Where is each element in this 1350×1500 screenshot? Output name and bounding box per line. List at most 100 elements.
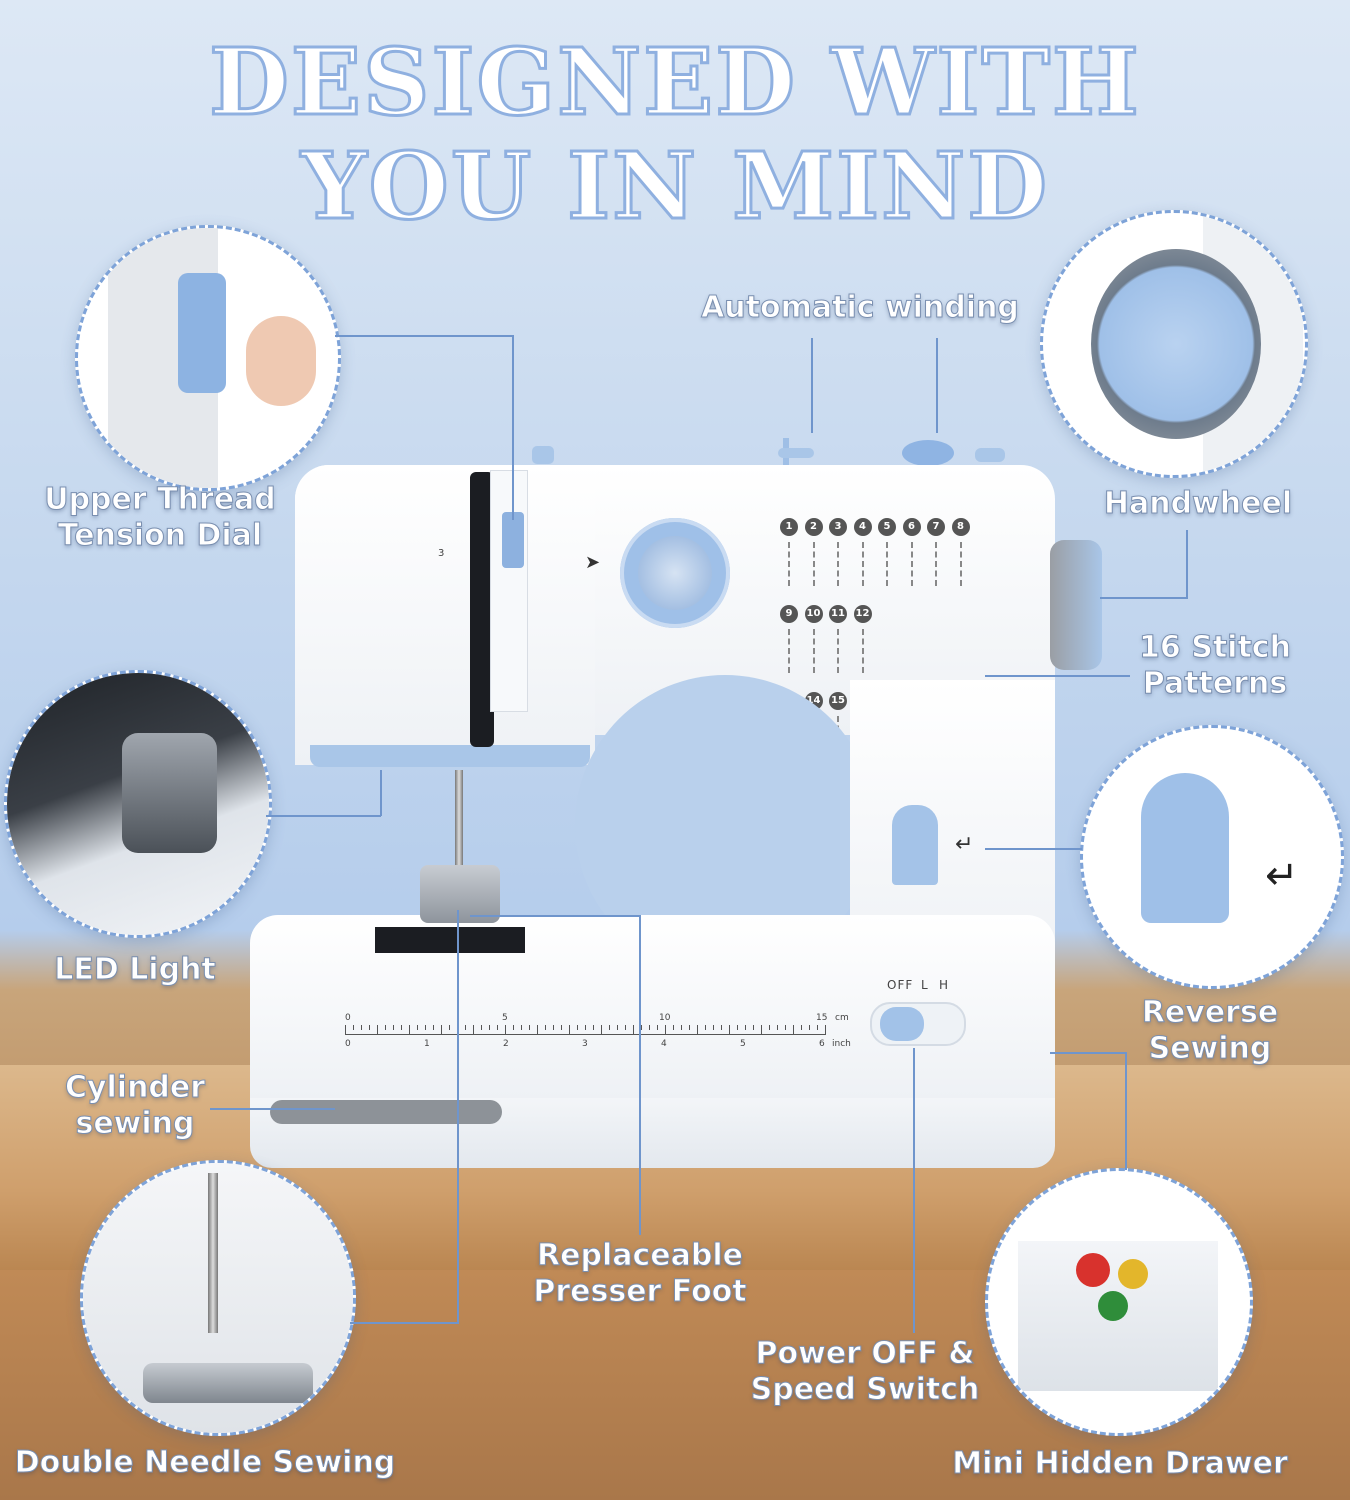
stitch-pattern-icon [788,629,792,673]
ruler-tick [785,1025,786,1030]
handwheel-closeup [1040,210,1308,478]
stitch-pattern-icon [812,542,817,586]
ruler-tick [769,1025,770,1030]
stitch-number: 9 [780,605,798,623]
ruler-cm-label: 15 [816,1013,828,1023]
ruler-inch-label: 4 [661,1039,667,1049]
ruler-tick [697,1025,698,1035]
stitch-number: 11 [829,605,847,623]
stitch-pattern-icon [861,629,866,673]
ruler-tick [473,1025,474,1035]
ruler-tick [537,1025,538,1035]
ruler-baseline [345,1034,825,1035]
red-spool-icon [1076,1253,1110,1287]
stitch-number: 1 [780,518,798,536]
stitch-pattern-icon [837,542,841,586]
connector-reverse [985,848,1082,850]
label-presser-foot: Replaceable Presser Foot [533,1238,747,1310]
stitch-number: 6 [902,518,921,536]
needle-bar [455,770,463,920]
ruler-tick [345,1025,346,1035]
needle-plate [375,927,525,953]
connector-led [266,815,381,817]
ruler-tick [377,1025,378,1035]
label-cylinder-sewing: Cylinder sewing [64,1070,206,1142]
ruler-tick [401,1025,402,1030]
ruler-tick [777,1025,778,1030]
stitch-number: 5 [878,518,896,536]
switch-knob[interactable] [880,1007,924,1041]
dial-face [638,536,712,610]
presser-foot-icon [420,865,500,923]
ruler-tick [449,1025,450,1030]
ruler-tick [753,1025,754,1030]
ruler-inch-label: 5 [740,1039,746,1049]
ruler-tick [593,1025,594,1030]
stitch-pattern-icon [959,542,964,586]
ruler-tick [817,1025,818,1030]
foot-closeup-icon [143,1363,313,1403]
ruler-tick [681,1025,682,1030]
stitch-number: 12 [853,605,872,623]
label-power-switch: Power OFF & Speed Switch [750,1336,980,1408]
ruler-tick [601,1025,602,1035]
ruler-tick [441,1025,442,1035]
label-upper-thread-tension: Upper Thread Tension Dial [44,482,277,554]
reverse-sewing-closeup: ↵ [1080,725,1344,989]
ruler-cm-unit: cm [835,1013,849,1023]
ruler-tick [729,1025,730,1035]
stitch-selector-dial [620,518,730,628]
ruler-tick [409,1025,410,1035]
ruler-tick [585,1025,586,1030]
top-knob [532,446,554,464]
stitch-pattern-icon [788,542,792,586]
ruler-tick [721,1025,722,1030]
handwheel-icon[interactable] [1050,540,1102,670]
head-base-trim [310,745,590,767]
ruler-tick [649,1025,650,1030]
stitch-number: 10 [804,605,823,623]
power-speed-switch[interactable] [870,1002,966,1046]
label-double-needle: Double Needle Sewing [14,1445,396,1481]
connector-led-up [380,770,382,816]
switch-off-label: OFF [887,978,914,992]
ruler-tick [425,1025,426,1030]
ruler-tick [553,1025,554,1030]
stitch-pattern-icon [837,629,841,673]
stitch-number: 15 [829,692,847,710]
ruler-tick [713,1025,714,1030]
connector-presser-h [470,915,640,917]
ruler-tick [689,1025,690,1030]
ruler-tick [353,1025,354,1030]
ruler-tick [545,1025,546,1030]
ruler-inch-label: 0 [345,1039,351,1049]
reverse-icon: ↵ [955,832,974,857]
ruler-tick [489,1025,490,1030]
machine-head [295,465,595,765]
connector-drawer [1125,1052,1127,1170]
drawer-closeup [985,1168,1253,1436]
connector-winding-left [811,338,813,433]
stitch-pattern-icon [910,542,915,586]
ruler-tick [561,1025,562,1030]
stitch-pattern-icon [861,542,866,586]
connector-power [913,1048,915,1333]
ruler-tick [577,1025,578,1030]
ruler-inch-label: 2 [503,1039,509,1049]
ruler-tick [641,1025,642,1030]
ruler-inch-label: 1 [424,1039,430,1049]
stitch-number: 7 [927,518,945,536]
ruler-tick [393,1025,394,1030]
tension-dial-closeup [75,225,341,491]
headline-line-1: DESIGNED WITH [208,27,1141,138]
ruler-tick [481,1025,482,1030]
ruler-tick [385,1025,386,1030]
switch-high-label: H [939,978,950,992]
label-hidden-drawer: Mini Hidden Drawer [952,1446,1289,1482]
connector-tension [335,335,513,337]
sewing-machine: 3 ➤ 12345678910111213141516 ↵ 051015cm01… [250,438,1102,1170]
connector-winding-right [936,338,938,433]
label-handwheel: Handwheel [1103,486,1293,522]
